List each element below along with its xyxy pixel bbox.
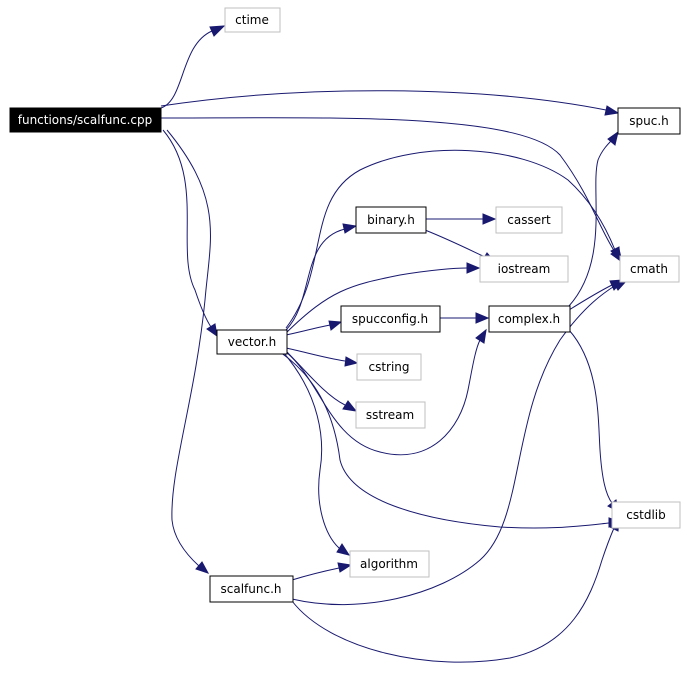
edge-complex-spuc-arrowhead: [607, 130, 619, 146]
node-cstdlib[interactable]: cstdlib: [611, 501, 681, 529]
edge-root-scalfunc: [166, 129, 211, 567]
node-root-label: functions/scalfunc.cpp: [18, 113, 153, 127]
edge-vector-cstring: [285, 347, 346, 362]
edge-vector-iostream: [285, 267, 468, 334]
edge-vector-cstring-arrowhead: [344, 356, 359, 367]
node-sstream[interactable]: sstream: [355, 401, 426, 429]
node-binary-h-label: binary.h: [367, 213, 415, 227]
edge-root-scalfunc-arrowhead: [195, 561, 210, 574]
edge-vector-cstdlib: [279, 351, 610, 529]
edge-root-vector-arrowhead: [206, 323, 218, 338]
node-ctime[interactable]: ctime: [224, 7, 281, 33]
edge-binary-iostream: [424, 229, 486, 258]
edge-root-spuc: [160, 90, 607, 111]
edge-vector-cmath: [285, 149, 616, 329]
node-spuc-h[interactable]: spuc.h: [617, 107, 681, 135]
node-vector-h-label: vector.h: [228, 335, 276, 349]
node-iostream[interactable]: iostream: [479, 255, 569, 283]
edge-vector-binary-arrowhead: [342, 223, 358, 234]
edge-vector-binary: [285, 228, 346, 331]
nodes: functions/scalfunc.cpp ctime spuc.h cmat…: [9, 7, 681, 603]
node-spucconfig-h[interactable]: spucconfig.h: [340, 305, 441, 333]
node-cassert[interactable]: cassert: [495, 206, 563, 234]
node-scalfunc-h[interactable]: scalfunc.h: [209, 575, 294, 603]
edge-scalfunc-algorithm-arrowhead: [337, 562, 353, 573]
edge-root-spuc-arrowhead: [604, 105, 620, 116]
node-spuc-h-label: spuc.h: [629, 114, 669, 128]
edge-vector-algorithm-arrowhead: [336, 543, 351, 556]
edge-scalfunc-cstdlib: [291, 527, 615, 663]
edge-scalfunc-algorithm: [291, 567, 340, 581]
edge-root-vector: [162, 129, 212, 328]
edge-vector-spucconfig-arrowhead: [328, 320, 343, 331]
node-sstream-label: sstream: [366, 408, 414, 422]
node-ctime-label: ctime: [235, 13, 269, 27]
node-cmath-label: cmath: [630, 262, 668, 276]
node-cmath[interactable]: cmath: [619, 255, 680, 283]
edge-binary-cassert-arrowhead: [482, 213, 497, 225]
edge-vector-sstream-arrowhead: [342, 400, 358, 412]
edge-complex-spuc: [568, 139, 613, 307]
edge-root-cmath: [160, 117, 616, 253]
node-cstring-label: cstring: [368, 360, 409, 374]
node-cassert-label: cassert: [507, 213, 551, 227]
node-algorithm-label: algorithm: [360, 557, 418, 571]
edge-vector-algorithm: [282, 351, 340, 549]
node-cstring[interactable]: cstring: [356, 353, 422, 381]
node-cstdlib-label: cstdlib: [626, 508, 665, 522]
node-iostream-label: iostream: [498, 262, 551, 276]
node-spucconfig-h-label: spucconfig.h: [352, 312, 428, 326]
edge-vector-complex-arrowhead: [475, 328, 487, 344]
node-complex-h-label: complex.h: [498, 312, 560, 326]
edge-spucconfig-complex-arrowhead: [475, 312, 490, 324]
node-root[interactable]: functions/scalfunc.cpp: [9, 107, 162, 133]
node-complex-h[interactable]: complex.h: [488, 305, 571, 333]
edge-root-ctime-arrowhead: [209, 25, 226, 37]
edge-vector-spucconfig: [285, 324, 331, 336]
edge-complex-cmath: [568, 284, 613, 311]
node-vector-h[interactable]: vector.h: [216, 329, 288, 355]
node-binary-h[interactable]: binary.h: [355, 206, 427, 234]
node-scalfunc-h-label: scalfunc.h: [221, 582, 282, 596]
edge-root-ctime: [160, 30, 213, 109]
node-algorithm[interactable]: algorithm: [349, 550, 430, 578]
edge-vector-iostream-arrowhead: [466, 262, 481, 274]
edge-complex-cstdlib: [568, 329, 613, 504]
edge-vector-cmath-arrowhead: [610, 246, 621, 262]
edge-scalfunc-cmath: [291, 284, 617, 606]
